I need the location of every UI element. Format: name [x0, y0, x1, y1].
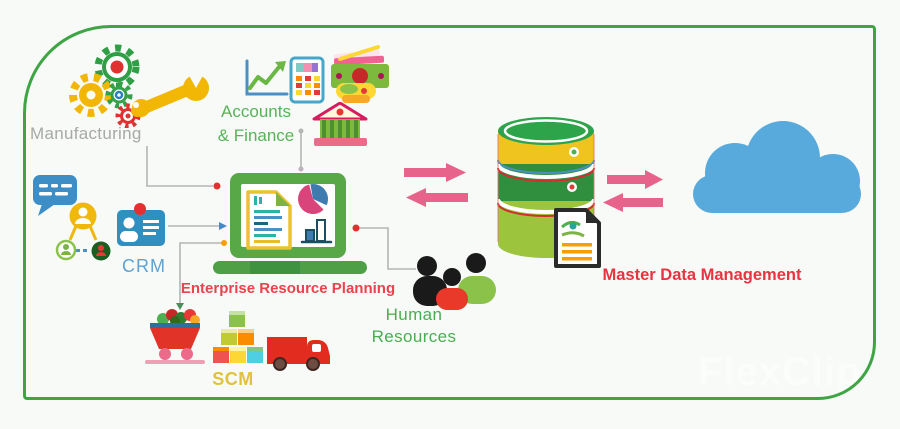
mine-cart-icon: [145, 309, 205, 364]
laptop-dashboard-icon: [213, 173, 367, 274]
scm-label: SCM: [212, 369, 254, 389]
wallet-icon: [336, 83, 376, 103]
bar-chart-icon: [300, 219, 333, 244]
hr-label-line1: Human: [385, 305, 443, 324]
mdm-label: Master Data Management: [602, 266, 802, 284]
gear-green-icon: [94, 44, 140, 90]
accounts-finance-label-line2: & Finance: [217, 126, 295, 145]
contacts-network-icon: [55, 202, 111, 261]
manufacturing-label: Manufacturing: [30, 124, 142, 143]
accounts-finance-label: Accounts & Finance: [204, 100, 308, 148]
wrench-icon: [131, 68, 209, 117]
document-icon: [246, 190, 292, 250]
chat-bubble-icon: [33, 175, 77, 216]
diagram-border: [23, 25, 876, 400]
bank-icon: [312, 102, 368, 146]
gear-small-green-icon: [105, 81, 133, 109]
erp-label: Enterprise Resource Planning: [180, 280, 396, 297]
calculator-icon: [289, 56, 325, 104]
money-icon: [331, 45, 389, 103]
cart-boxes-truck-icons: [145, 309, 330, 371]
hr-label-line2: Resources: [371, 327, 457, 346]
chart-calculator-money-icon: [245, 45, 389, 104]
data-document-icon: [554, 208, 601, 268]
gears-and-wrench-icon: [69, 44, 209, 128]
crm-label: CRM: [122, 256, 166, 276]
people-group-icon: [413, 253, 496, 310]
growth-chart-icon: [245, 59, 289, 96]
accounts-finance-label-line1: Accounts: [221, 102, 291, 121]
id-card-icon: [117, 203, 165, 246]
pie-chart-icon: [298, 183, 328, 214]
sync-arrows-left-icon: [404, 163, 468, 207]
database-icon: [496, 117, 596, 258]
truck-icon: [267, 337, 330, 371]
sync-arrows-right-icon: [603, 170, 663, 212]
boxes-icon: [213, 311, 263, 363]
crm-icons: [33, 175, 165, 261]
cloud-icon: [693, 121, 861, 213]
